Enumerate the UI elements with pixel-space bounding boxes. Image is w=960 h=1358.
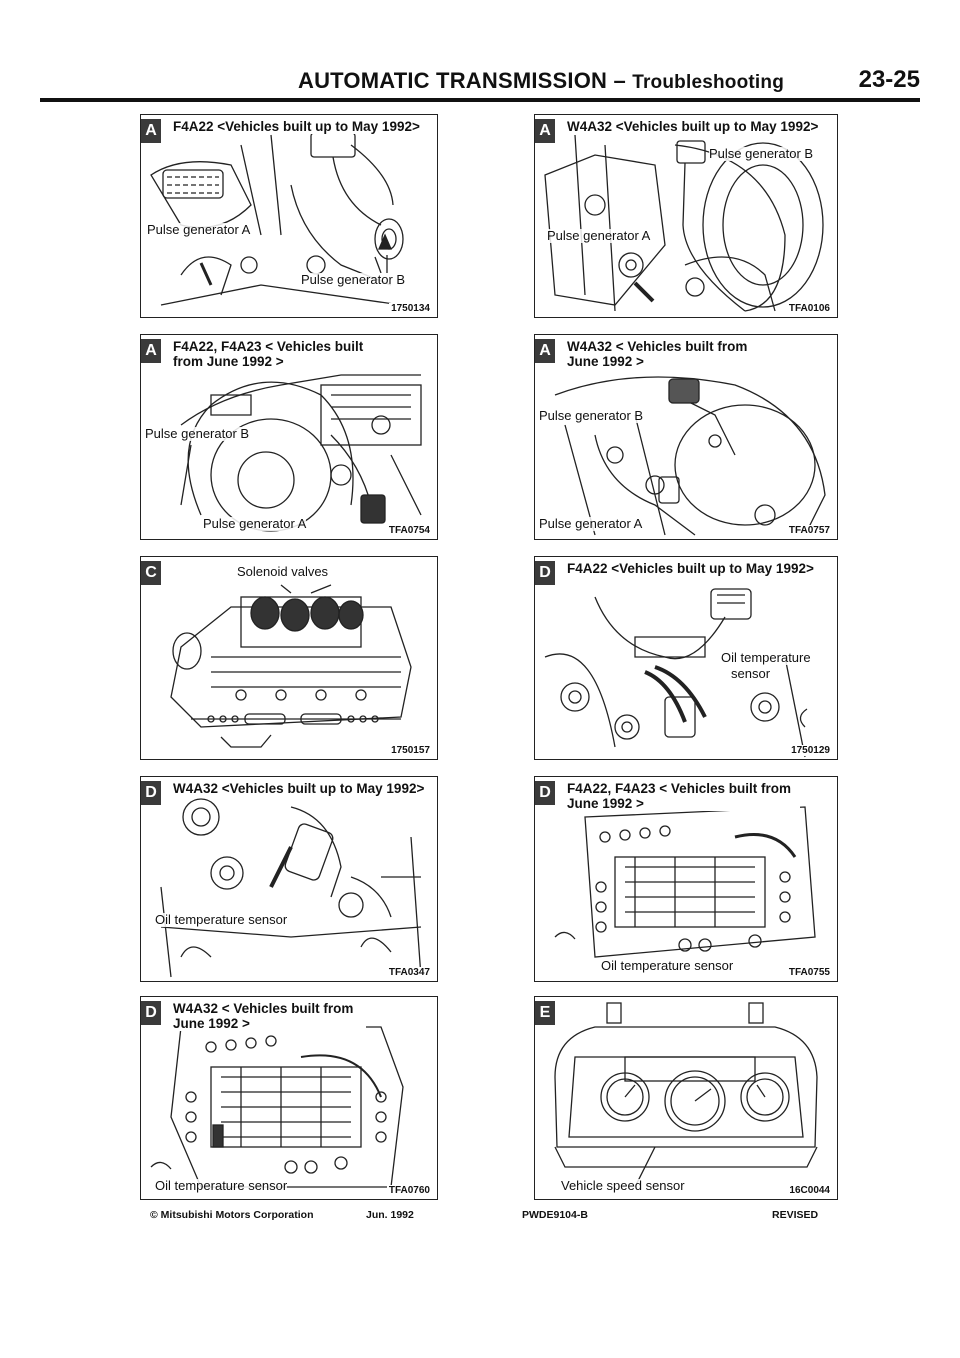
page-title: AUTOMATIC TRANSMISSION – Troubleshooting [298,68,784,94]
instrument-cluster-illustration [554,1002,818,1188]
valve-body-illustration [170,584,412,748]
label-pulse-generator-a: Pulse generator A [147,222,251,237]
header-rule [40,98,920,102]
label-oil-temperature: Oil temperature [721,650,811,665]
transmission-illustration [160,798,422,978]
figure-w4a32-pulse-generator: A W4A32 <Vehicles built up to May 1992> … [534,114,838,318]
figure-code: TFA0755 [786,967,832,978]
figure-code: TFA0106 [786,303,832,314]
section-title: AUTOMATIC TRANSMISSION – [298,68,626,93]
footer-status: REVISED [772,1209,819,1221]
page-number: 23-25 [858,66,920,93]
figure-badge: A [141,119,161,143]
figure-caption: W4A32 < Vehicles built from June 1992 > [567,339,770,369]
label-pulse-generator-a: Pulse generator A [203,516,307,531]
label-pulse-generator-b: Pulse generator B [709,146,814,161]
footer-copyright: © Mitsubishi Motors Corporation [150,1209,314,1221]
figure-badge: C [141,561,161,585]
valve-body-illustration [150,1026,404,1188]
figure-badge: A [535,339,555,363]
label-pulse-generator-b: Pulse generator B [301,272,406,287]
figure-badge: D [535,781,555,805]
figure-vehicle-speed-sensor: E Vehicle speed sensor 16C0044 [534,996,838,1200]
figure-f4a22-f4a23-pulse-generator: A F4A22, F4A23 < Vehicles built from Jun… [140,334,438,540]
figure-w4a32-oil-temperature-sensor: D W4A32 <Vehicles built up to May 1992> … [140,776,438,982]
figure-code: 16C0044 [787,1185,832,1196]
figure-caption: W4A32 <Vehicles built up to May 1992> [567,119,822,134]
valve-body-illustration [554,806,816,958]
label-sensor: sensor [731,666,771,681]
figure-caption: W4A32 < Vehicles built from June 1992 > [173,1001,366,1031]
transmission-illustration [180,374,422,532]
figure-f4a22-oil-temperature-sensor: D F4A22 <Vehicles built up to May 1992> … [534,556,838,760]
figure-solenoid-valves: C Solenoid valves 1750157 [140,556,438,760]
figure-badge: A [535,119,555,143]
label-pulse-generator-b: Pulse generator B [539,408,644,423]
section-subtitle: Troubleshooting [632,72,785,93]
transmission-illustration [554,376,826,536]
figure-badge: A [141,339,161,363]
figure-code: 1750129 [789,745,832,756]
label-pulse-generator-a: Pulse generator A [547,228,651,243]
label-oil-temperature-sensor: Oil temperature sensor [601,958,734,973]
figure-f4a22-pulse-generator: A F4A22 <Vehicles built up to May 1992> … [140,114,438,318]
figure-code: TFA0760 [386,1185,432,1196]
figure-badge: E [535,1001,555,1025]
footer-doc-code: PWDE9104-B [522,1209,588,1221]
figure-caption: F4A22 <Vehicles built up to May 1992> [173,119,423,134]
figure-badge: D [535,561,555,585]
figure-code: TFA0347 [386,967,432,978]
transmission-illustration [544,588,808,758]
figure-f4a22-f4a23-oil-temperature-sensor: D F4A22, F4A23 < Vehicles built from Jun… [534,776,838,982]
label-pulse-generator-b: Pulse generator B [145,426,250,441]
figure-w4a32-june-oil-temperature-sensor: D W4A32 < Vehicles built from June 1992 … [140,996,438,1200]
label-oil-temperature-sensor: Oil temperature sensor [155,912,288,927]
figure-badge: D [141,781,161,805]
figure-caption: F4A22, F4A23 < Vehicles built from June … [173,339,396,369]
label-vehicle-speed-sensor: Vehicle speed sensor [561,1178,685,1193]
figure-w4a32-june-pulse-generator: A W4A32 < Vehicles built from June 1992 … [534,334,838,540]
figure-code: 1750134 [389,303,432,314]
label-pulse-generator-a: Pulse generator A [539,516,643,531]
figure-caption: F4A22, F4A23 < Vehicles built from June … [567,781,800,811]
figure-caption: F4A22 <Vehicles built up to May 1992> [567,561,817,576]
label-solenoid-valves: Solenoid valves [237,564,329,579]
figure-badge: D [141,1001,161,1025]
figure-code: TFA0757 [786,525,832,536]
page-header: AUTOMATIC TRANSMISSION – Troubleshooting… [40,62,920,102]
figure-code: TFA0754 [386,525,432,536]
footer-date: Jun. 1992 [366,1209,414,1221]
figure-code: 1750157 [389,745,432,756]
figure-caption: W4A32 <Vehicles built up to May 1992> [173,781,428,796]
label-oil-temperature-sensor: Oil temperature sensor [155,1178,288,1193]
